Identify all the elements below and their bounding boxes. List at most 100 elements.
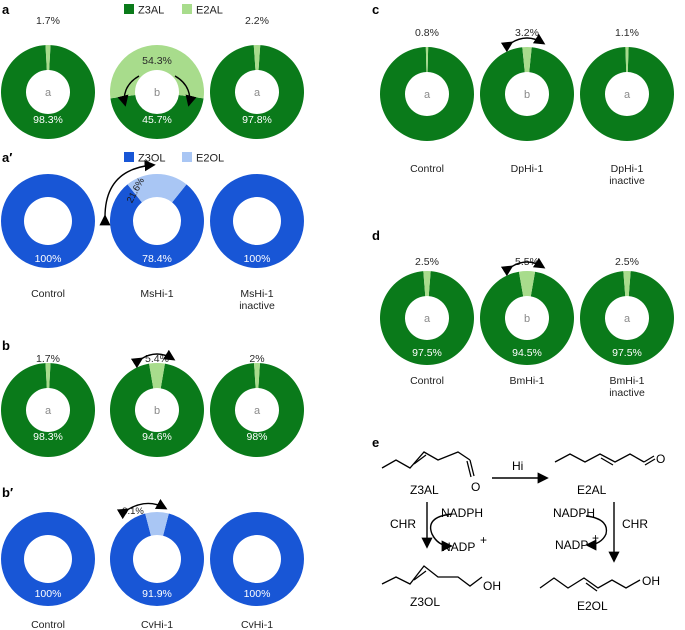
category-label-b-prime-3: CvHi-1 (241, 619, 273, 630)
donut-major-slice-a-2 (110, 94, 204, 140)
value-label-major-b-2: 94.6% (142, 431, 172, 443)
chart-texts: 98.3%1.7%a45.7%54.3%b97.8%2.2%a100%Contr… (31, 15, 645, 630)
category-label-a-prime-3: MsHi-1 (240, 288, 273, 300)
conversion-arrow-c-2 (500, 33, 546, 53)
donut-minor-slice-c-3 (625, 47, 629, 73)
value-label-major-d-3: 97.5% (612, 347, 642, 359)
significance-letter-c-2: b (524, 89, 530, 101)
value-label-minor-a-1: 1.7% (36, 15, 60, 27)
conversion-arrow-left-a-2 (117, 75, 140, 107)
donut-major-slice-d-1 (379, 271, 474, 365)
category-label-a-prime-1: Control (31, 288, 65, 300)
category-label-d-2: BmHi-1 (509, 375, 544, 387)
donut-major-slice-d-3 (580, 271, 675, 365)
e2al-carbonyl (643, 455, 655, 463)
donut-major-slice-c-2 (479, 47, 574, 142)
panel-letter-d: d (372, 228, 380, 243)
conversion-arrow-right-a-2 (174, 75, 197, 107)
category-label-d-1: Control (410, 375, 444, 387)
panel-letter-c: c (372, 2, 379, 17)
z3al-structure (381, 451, 471, 469)
significance-letter-b-3: a (254, 405, 261, 417)
compound-label-e2ol: E2OL (577, 599, 608, 613)
donut-minor-slice-b-1 (45, 362, 51, 389)
category-label-a-prime-2: MsHi-1 (140, 288, 173, 300)
legend-swatch-e2ol (182, 152, 192, 162)
significance-letter-a-3: a (254, 87, 261, 99)
enzyme-label-chr-right: CHR (622, 517, 648, 531)
compound-label-z3al: Z3AL (410, 483, 439, 497)
significance-letter-a-1: a (45, 87, 52, 99)
donut-minor-slice-a-3 (253, 45, 261, 71)
significance-letter-b-2: b (154, 405, 160, 417)
value-label-major-d-2: 94.5% (512, 347, 542, 359)
donut-major-slice-b-2 (110, 363, 204, 458)
significance-letter-a-2: b (154, 87, 160, 99)
compound-label-e2al: E2AL (577, 483, 607, 497)
value-label-minor-b-1: 1.7% (36, 353, 60, 365)
legend-swatch-z3ol (124, 152, 134, 162)
panel-letter-a: a (2, 2, 10, 17)
conversion-arrow-a-prime-2 (99, 160, 156, 226)
conversion-arrow-b-prime-2 (116, 499, 168, 520)
donut-charts (0, 44, 675, 607)
value-label-major-a-prime-2: 78.4% (142, 253, 172, 265)
donut-major-slice-b-prime-1 (0, 511, 96, 607)
conversion-arrow-d-2 (500, 257, 546, 277)
value-label-major-a-1: 98.3% (33, 114, 63, 126)
donut-major-slice-a-1 (1, 45, 96, 139)
value-label-minor-c-2: 3.2% (515, 27, 539, 39)
value-label-minor-b-3: 2% (249, 353, 264, 365)
category-label-c-1: Control (410, 163, 444, 175)
legend-label-e2al: E2AL (196, 5, 223, 17)
category-label-c-3-line2: inactive (609, 175, 645, 187)
z3ol-double-bond (413, 570, 427, 581)
z3al-carbonyl-2 (466, 460, 472, 478)
z3al-double-bond (413, 454, 427, 465)
z3al-oxygen: O (471, 480, 480, 494)
value-label-major-a-prime-3: 100% (244, 253, 271, 265)
value-label-minor-b-prime-2: 8.1% (122, 506, 144, 517)
value-label-major-b-prime-2: 91.9% (142, 588, 172, 600)
category-label-b-prime-1: Control (31, 619, 65, 630)
significance-letter-d-1: a (424, 313, 431, 325)
donut-minor-slice-a-1 (45, 44, 51, 71)
donut-minor-slice-c-2 (522, 47, 532, 73)
significance-letter-d-2: b (524, 313, 530, 325)
value-label-minor-d-3: 2.5% (615, 256, 639, 268)
cofactor-nadph-left: NADPH (441, 506, 483, 520)
z3al-carbonyl (469, 459, 475, 477)
value-label-major-a-2: 45.7% (142, 114, 172, 126)
cofactor-nadp-left: NADP (442, 540, 475, 554)
donut-major-slice-a-prime-3 (210, 174, 304, 268)
cofactor-nadp-right: NADP (555, 538, 588, 552)
category-label-d-3-line2: inactive (609, 387, 645, 399)
value-label-minor-d-1: 2.5% (415, 256, 439, 268)
value-label-major-c-3: 98.9% (612, 142, 642, 154)
value-label-major-b-3: 98% (246, 431, 267, 443)
legend-alcohols: Z3OL E2OL (124, 152, 224, 165)
category-label-a-prime-3-line2: inactive (239, 300, 275, 312)
enzyme-label-chr-left: CHR (390, 517, 416, 531)
value-label-major-b-prime-1: 100% (35, 588, 62, 600)
panel-letter-a-prime: a′ (2, 150, 12, 165)
legend-aldehydes: Z3AL E2AL (124, 4, 223, 17)
donut-major-slice-b-prime-3 (210, 512, 304, 606)
category-label-b-prime-2: CvHi-1 (141, 619, 173, 630)
donut-major-slice-b-3 (210, 363, 304, 457)
chr-right-cofactor-curve (585, 515, 608, 551)
donut-major-slice-c-3 (580, 47, 674, 141)
e2al-structure (554, 453, 645, 463)
significance-letter-b-1: a (45, 405, 52, 417)
conversion-arrows (99, 33, 546, 520)
donut-major-slice-a-3 (209, 45, 304, 139)
e2al-double-bond (600, 457, 614, 466)
value-label-major-d-1: 97.5% (412, 347, 442, 359)
value-label-major-b-prime-3: 100% (244, 588, 271, 600)
donut-major-slice-b-1 (1, 363, 96, 457)
donut-minor-slice-a-2 (110, 45, 204, 99)
value-label-major-a-3: 97.8% (242, 114, 272, 126)
donut-major-slice-b-prime-2 (110, 513, 204, 606)
value-label-minor-a-2: 54.3% (142, 55, 172, 67)
category-label-d-3: BmHi-1 (609, 375, 644, 387)
